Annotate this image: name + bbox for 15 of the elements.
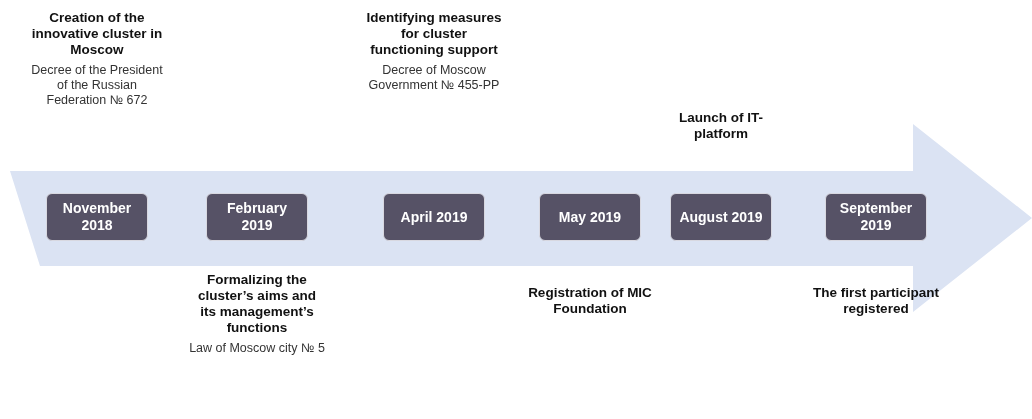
document-note: Decree of the President of the Russian Federation № 672 <box>30 63 164 108</box>
date-box: February 2019 <box>206 193 308 241</box>
date-box: May 2019 <box>539 193 641 241</box>
date-box: November 2018 <box>46 193 148 241</box>
milestone-title: Identifying measures for cluster functioning support <box>366 10 502 58</box>
milestone-title: The first participant registered <box>812 285 940 317</box>
milestone-title: Registration of MIC Foundation <box>527 285 653 317</box>
milestone-title: Formalizing the cluster’s aims and its management’s functions <box>197 272 317 336</box>
milestone-title: Launch of IT-platform <box>678 110 764 142</box>
date-box: September 2019 <box>825 193 927 241</box>
date-box: August 2019 <box>670 193 772 241</box>
document-note: Decree of Moscow Government № 455-PP <box>367 63 501 93</box>
milestone-title: Creation of the innovative cluster in Moscow <box>30 10 164 58</box>
document-note: Law of Moscow city № 5 <box>189 341 325 356</box>
date-box: April 2019 <box>383 193 485 241</box>
